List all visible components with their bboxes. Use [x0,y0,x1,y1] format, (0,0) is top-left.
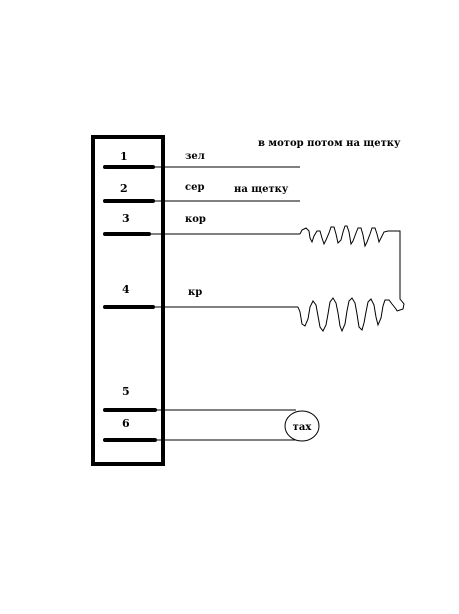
connector-block [91,135,165,466]
tacho-circle [284,410,320,442]
tacho-label: тах [293,422,313,433]
pin-1-number: 1 [120,150,128,163]
wire-label-pin-4: кр [188,287,202,298]
note-pin-2: на щетку [234,184,289,195]
pin-3-number: 3 [122,212,130,225]
coil-winding-top [299,225,405,312]
note-pin-1: в мотор потом на щетку [258,138,401,149]
coil-winding-bottom [297,297,398,333]
wire-label-pin-2: сер [185,182,204,193]
pin-5-number: 5 [122,385,130,398]
pin-2-number: 2 [120,182,128,195]
wire-label-pin-3: кор [185,214,206,225]
wire-label-pin-1: зел [185,151,205,162]
pin-4-number: 4 [122,283,130,296]
pin-6-number: 6 [122,417,130,430]
